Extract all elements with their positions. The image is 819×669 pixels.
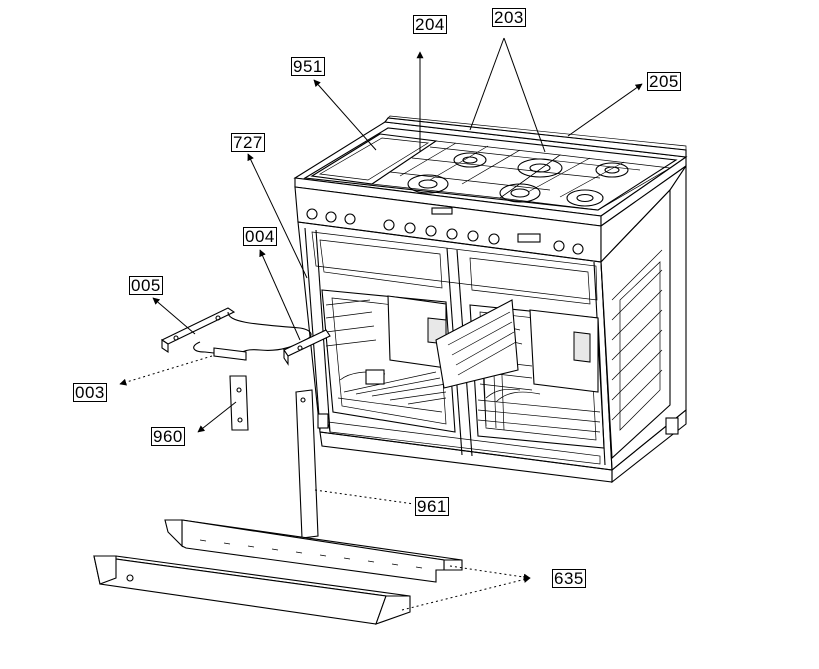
label-005: 005 [129, 276, 163, 295]
part-005-bracket [160, 307, 236, 354]
label-205: 205 [647, 72, 681, 91]
label-951: 951 [291, 57, 325, 76]
part-961-strip [295, 389, 319, 539]
label-635: 635 [552, 569, 586, 588]
leader-lines [119, 37, 643, 611]
part-960-plate [229, 375, 249, 431]
label-003: 003 [73, 383, 107, 402]
label-204: 204 [413, 15, 447, 34]
label-961: 961 [415, 497, 449, 516]
part-004-rail [283, 329, 331, 366]
label-960: 960 [151, 427, 185, 446]
range-cooker [293, 115, 688, 484]
part-635-upper-rail [164, 519, 463, 583]
part-635-lower-rail [93, 555, 411, 625]
label-004: 004 [243, 227, 277, 246]
label-727: 727 [231, 133, 265, 152]
label-203: 203 [492, 8, 526, 27]
